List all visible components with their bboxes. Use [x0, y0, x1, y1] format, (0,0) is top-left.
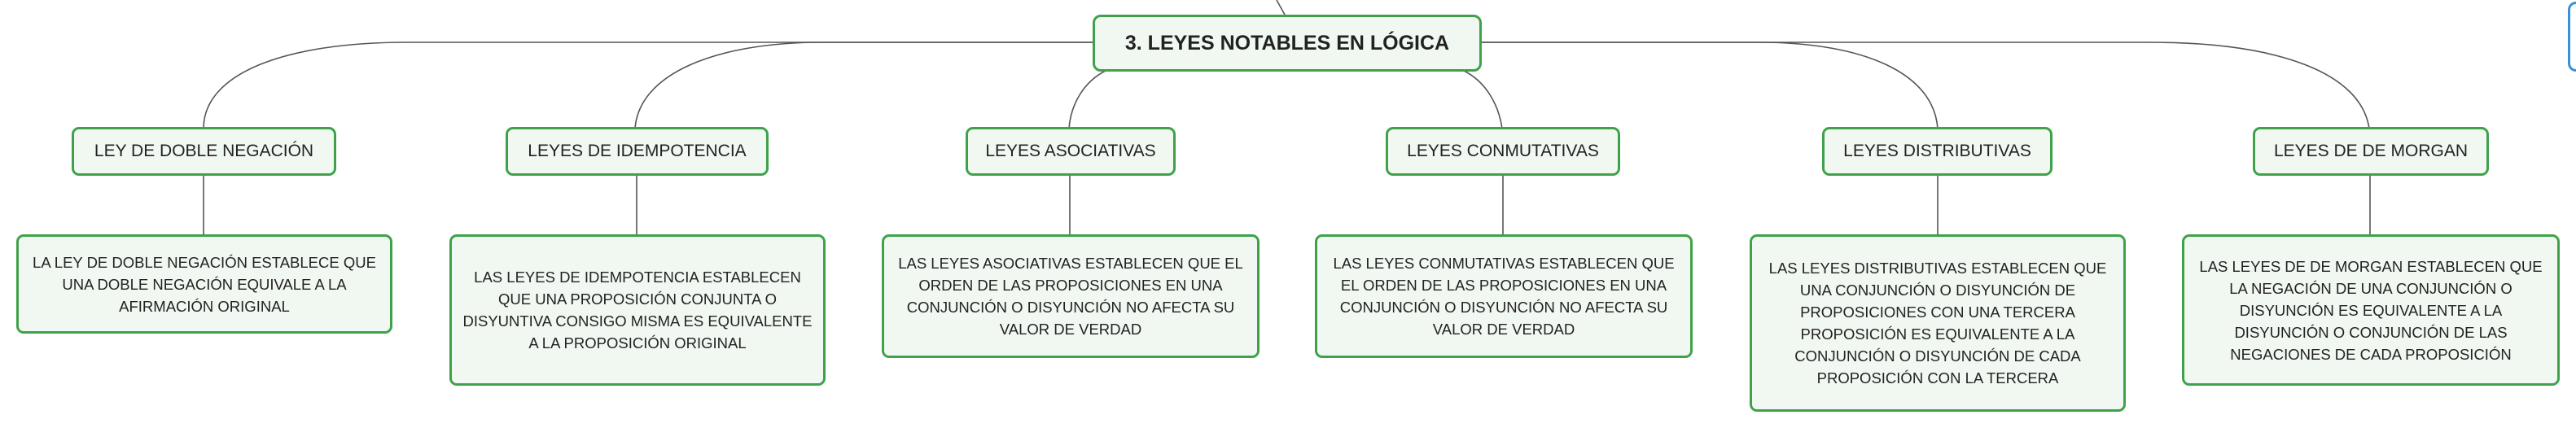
description-node-de-morgan[interactable]: LAS LEYES DE DE MORGAN ESTABLECEN QUE LA…	[2182, 234, 2560, 386]
topic-node-doble-negacion[interactable]: LEY DE DOBLE NEGACIÓN	[72, 127, 336, 176]
connector-topic-4	[1461, 69, 1503, 129]
topic-node-conmutativas[interactable]: LEYES CONMUTATIVAS	[1386, 127, 1620, 176]
topic-node-distributivas[interactable]: LEYES DISTRIBUTIVAS	[1822, 127, 2052, 176]
description-node-doble-negacion[interactable]: LA LEY DE DOBLE NEGACIÓN ESTABLECE QUE U…	[16, 234, 392, 334]
connector-topic-5	[1482, 41, 1939, 129]
topic-node-idempotencia[interactable]: LEYES DE IDEMPOTENCIA	[506, 127, 769, 176]
offscreen-node-edge[interactable]	[2568, 2, 2576, 72]
connector-topic-3	[1068, 69, 1108, 129]
connector-root-up	[1276, 0, 1286, 15]
topic-node-de-morgan[interactable]: LEYES DE DE MORGAN	[2253, 127, 2489, 176]
connector-topic-1	[203, 41, 1093, 129]
description-node-asociativas[interactable]: LAS LEYES ASOCIATIVAS ESTABLECEN QUE EL …	[882, 234, 1260, 358]
connector-topic-2	[634, 41, 1093, 129]
description-node-conmutativas[interactable]: LAS LEYES CONMUTATIVAS ESTABLECEN QUE EL…	[1315, 234, 1693, 358]
connector-topic-6	[1482, 41, 2370, 129]
description-node-idempotencia[interactable]: LAS LEYES DE IDEMPOTENCIA ESTABLECEN QUE…	[449, 234, 826, 386]
description-node-distributivas[interactable]: LAS LEYES DISTRIBUTIVAS ESTABLECEN QUE U…	[1750, 234, 2126, 412]
topic-node-asociativas[interactable]: LEYES ASOCIATIVAS	[966, 127, 1176, 176]
root-node[interactable]: 3. LEYES NOTABLES EN LÓGICA	[1093, 15, 1482, 72]
